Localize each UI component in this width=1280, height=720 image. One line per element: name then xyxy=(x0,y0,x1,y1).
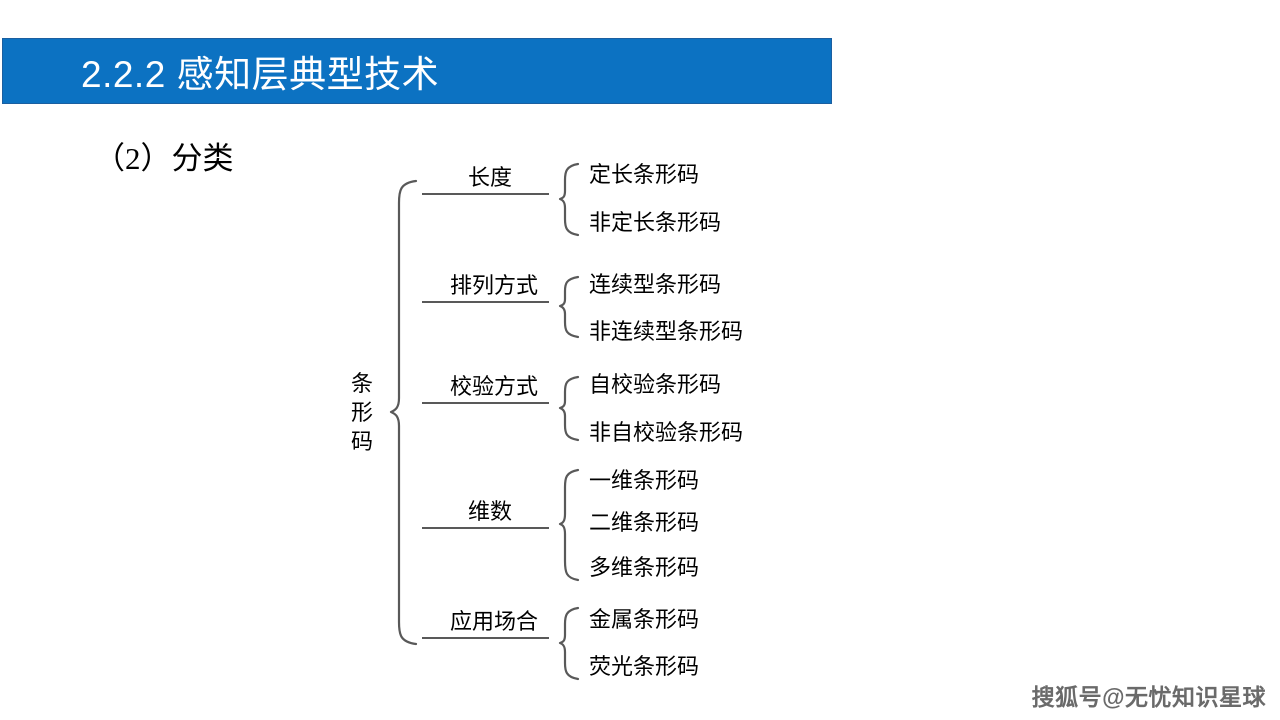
leaf-label-2-2: 非连续型条形码 xyxy=(589,319,744,344)
group-rule-4 xyxy=(422,527,549,529)
page-title: 2.2.2 感知层典型技术 xyxy=(81,54,440,95)
root-brace xyxy=(389,179,418,646)
slide-title-bar: 2.2.2 感知层典型技术 xyxy=(2,38,832,104)
group-rule-3 xyxy=(422,402,549,404)
group-rule-1 xyxy=(422,193,549,195)
diagram-root-label: 条形码 xyxy=(350,371,373,454)
group-label-2: 排列方式 xyxy=(449,273,538,298)
group-rule-5 xyxy=(422,637,549,639)
group-brace-4 xyxy=(558,468,580,582)
leaf-label-5-2: 荧光条形码 xyxy=(589,654,700,679)
leaf-label-1-2: 非定长条形码 xyxy=(589,210,722,235)
group-label-4: 维数 xyxy=(467,499,512,524)
leaf-label-2-1: 连续型条形码 xyxy=(589,272,722,297)
leaf-label-4-3: 多维条形码 xyxy=(589,555,700,580)
group-brace-2 xyxy=(558,275,580,339)
leaf-label-4-1: 一维条形码 xyxy=(589,468,700,493)
group-label-1: 长度 xyxy=(467,165,512,190)
group-label-5: 应用场合 xyxy=(449,609,538,634)
group-brace-1 xyxy=(558,162,580,237)
leaf-label-3-2: 非自校验条形码 xyxy=(589,420,744,445)
leaf-label-3-1: 自校验条形码 xyxy=(589,372,722,397)
group-brace-3 xyxy=(558,375,580,442)
group-label-3: 校验方式 xyxy=(449,374,538,399)
group-rule-2 xyxy=(422,301,549,303)
leaf-label-4-2: 二维条形码 xyxy=(589,510,700,535)
leaf-label-5-1: 金属条形码 xyxy=(589,607,700,632)
section-heading: （2）分类 xyxy=(94,141,234,176)
group-brace-5 xyxy=(558,606,580,681)
watermark-text: 搜狐号@无忧知识星球 xyxy=(1031,684,1266,710)
leaf-label-1-1: 定长条形码 xyxy=(589,162,700,187)
